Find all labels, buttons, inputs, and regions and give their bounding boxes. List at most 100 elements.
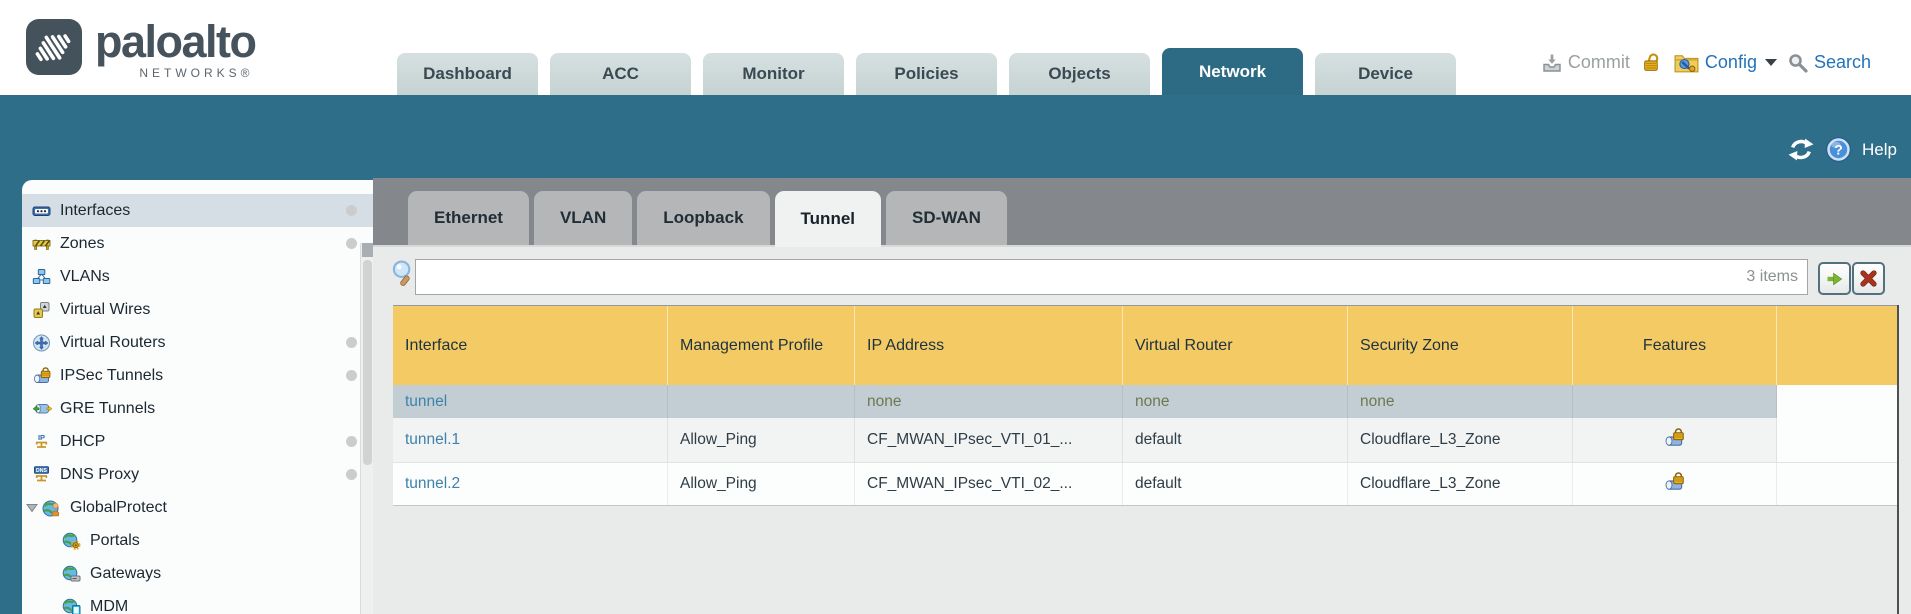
clear-filter-button[interactable] [1852, 262, 1885, 295]
scrollbar-thumb[interactable] [363, 260, 372, 465]
cell-value: CF_MWAN_IPsec_VTI_02_... [867, 475, 1073, 492]
help-button[interactable]: ? [1825, 136, 1852, 163]
sidebar-item-zones[interactable]: Zones [22, 227, 373, 260]
svg-text:?: ? [1834, 142, 1843, 158]
subtab-ethernet[interactable]: Ethernet [408, 191, 529, 245]
cell-security-zone: none [1348, 385, 1573, 418]
sidebar-item-globalprotect[interactable]: GlobalProtect [22, 491, 373, 524]
cell-security-zone: Cloudflare_L3_Zone [1348, 418, 1573, 462]
cell-virtual-router: default [1123, 418, 1348, 462]
sidebar-item-label: Virtual Wires [60, 300, 151, 318]
column-header-features[interactable]: Features [1573, 306, 1777, 385]
commit-icon [1543, 54, 1561, 72]
sidebar-item-label: VLANs [60, 267, 110, 285]
sidebar-item-interfaces[interactable]: Interfaces [22, 194, 373, 227]
interface-link[interactable]: tunnel [405, 392, 448, 410]
paloalto-logo-icon [26, 19, 82, 75]
commit-label: Commit [1567, 52, 1630, 72]
refresh-icon [1788, 138, 1814, 161]
ipsec-tunnels-icon [32, 366, 53, 385]
expand-collapse-icon[interactable] [26, 503, 40, 513]
column-header-security-zone[interactable]: Security Zone [1348, 306, 1573, 385]
subtab-loopback[interactable]: Loopback [637, 191, 770, 245]
sidebar-item-mdm[interactable]: MDM [22, 590, 373, 614]
filter-search-icon [392, 260, 411, 286]
subtab-vlan[interactable]: VLAN [533, 191, 633, 245]
subtab-tunnel[interactable]: Tunnel [774, 191, 881, 247]
status-bar: ? Help [0, 95, 1911, 178]
cell-security-zone: Cloudflare_L3_Zone [1348, 463, 1573, 505]
status-dot [346, 337, 357, 348]
sidebar-item-virtual-routers[interactable]: Virtual Routers [22, 326, 373, 359]
column-header-interface[interactable]: Interface [393, 306, 668, 385]
nav-tab-monitor[interactable]: Monitor [703, 53, 844, 95]
nav-tab-dashboard[interactable]: Dashboard [397, 53, 538, 95]
brand-text: paloalto NETWORKS® [95, 16, 257, 80]
config-menu-button[interactable]: Config [1674, 52, 1777, 73]
dns-proxy-icon: DNS [32, 465, 53, 484]
scroll-up-arrow[interactable] [362, 243, 373, 257]
unlocked-padlock-icon[interactable] [1641, 52, 1663, 73]
cell-interface[interactable]: tunnel [393, 385, 668, 418]
interface-link[interactable]: tunnel.2 [405, 475, 461, 492]
sidebar-item-virtual-wires[interactable]: Virtual Wires [22, 293, 373, 326]
subtab-sd-wan[interactable]: SD-WAN [886, 191, 1007, 245]
cell-features [1573, 463, 1777, 505]
search-button[interactable]: Search [1788, 52, 1871, 73]
nav-tab-policies[interactable]: Policies [856, 53, 997, 95]
zones-icon [32, 235, 53, 253]
ipsec-tunnel-lock-icon[interactable] [1663, 427, 1687, 453]
table-row[interactable]: tunnel.1 Allow_Ping CF_MWAN_IPsec_VTI_01_.… [393, 418, 1899, 463]
cell-virtual-router: none [1123, 385, 1348, 418]
filter-input[interactable] [415, 259, 1808, 295]
refresh-button[interactable] [1787, 137, 1815, 162]
column-header-virtual-router[interactable]: Virtual Router [1123, 306, 1348, 385]
brand-name: paloalto [95, 16, 257, 67]
commit-button[interactable]: Commit [1542, 52, 1630, 73]
sidebar-item-label: MDM [90, 597, 129, 614]
filter-field: 3 items [415, 259, 1808, 295]
cell-interface[interactable]: tunnel.2 [393, 463, 668, 505]
table-row[interactable]: tunnel.2 Allow_Ping CF_MWAN_IPsec_VTI_02_.… [393, 463, 1899, 506]
brand-logo: paloalto NETWORKS® [25, 16, 257, 80]
sidebar-item-ipsec-tunnels[interactable]: IPSec Tunnels [22, 359, 373, 392]
sidebar-item-label: Virtual Routers [60, 333, 166, 351]
sidebar-item-gre-tunnels[interactable]: GRE Tunnels [22, 392, 373, 425]
sidebar-scrollbar[interactable] [360, 243, 373, 614]
interface-link[interactable]: tunnel.1 [405, 431, 461, 448]
column-header-management-profile[interactable]: Management Profile [668, 306, 855, 385]
mdm-icon [62, 598, 83, 614]
cell-management-profile: Allow_Ping [668, 463, 855, 505]
ipsec-tunnel-lock-icon[interactable] [1663, 471, 1687, 497]
sidebar-item-label: DNS Proxy [60, 465, 140, 483]
nav-tab-acc[interactable]: ACC [550, 53, 691, 95]
cell-management-profile: Allow_Ping [668, 418, 855, 462]
header-utilities: Commit Config [1542, 52, 1871, 73]
apply-filter-button[interactable] [1818, 262, 1851, 295]
sidebar-item-portals[interactable]: Portals [22, 524, 373, 557]
cell-filler [1777, 418, 1899, 462]
cell-virtual-router: default [1123, 463, 1348, 505]
cell-value: none [1360, 392, 1395, 410]
nav-tab-network[interactable]: Network [1162, 48, 1303, 95]
nav-tab-device[interactable]: Device [1315, 53, 1456, 95]
cell-interface[interactable]: tunnel.1 [393, 418, 668, 462]
sidebar-item-dns-proxy[interactable]: DNS DNS Proxy [22, 458, 373, 491]
cell-ip-address: CF_MWAN_IPsec_VTI_02_... [855, 463, 1123, 505]
help-label[interactable]: Help [1862, 139, 1897, 159]
column-header-ip-address[interactable]: IP Address [855, 306, 1123, 385]
sidebar-item-vlans[interactable]: VLANs [22, 260, 373, 293]
cell-value: Cloudflare_L3_Zone [1360, 431, 1501, 448]
cell-value: CF_MWAN_IPsec_VTI_01_... [867, 431, 1073, 448]
nav-tab-objects[interactable]: Objects [1009, 53, 1150, 95]
virtual-routers-icon [32, 334, 53, 352]
cell-value: default [1135, 475, 1182, 492]
sidebar-item-gateways[interactable]: Gateways [22, 557, 373, 590]
